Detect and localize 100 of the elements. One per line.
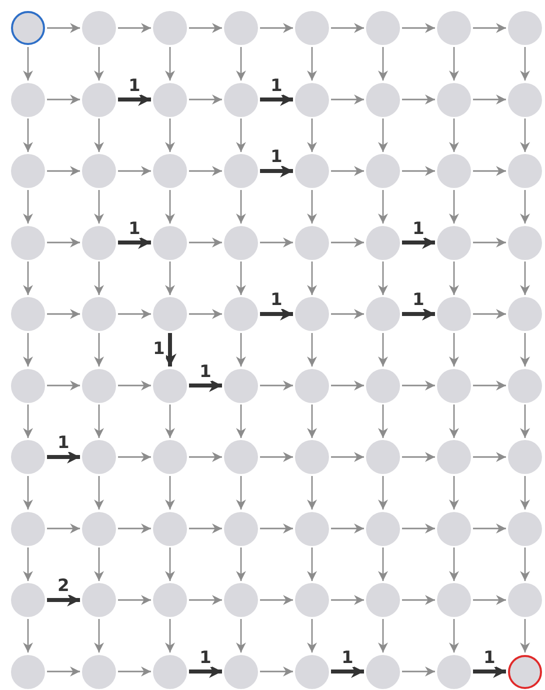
arrow	[449, 118, 459, 152]
arrow	[165, 190, 175, 224]
circle-node	[153, 297, 187, 331]
arrow	[189, 166, 222, 176]
arrow	[473, 665, 506, 678]
circle-node	[508, 654, 542, 688]
arrow	[94, 118, 104, 152]
arrow	[307, 333, 317, 366]
circle-node	[11, 154, 45, 188]
circle-node	[366, 154, 400, 188]
circle-node	[82, 154, 116, 188]
arrow	[118, 166, 151, 176]
circle-node	[82, 583, 116, 617]
arrow	[47, 524, 80, 534]
arrow	[165, 118, 175, 152]
arrow	[378, 404, 388, 438]
arrow	[520, 333, 530, 366]
arrow	[520, 47, 530, 80]
arrow	[307, 190, 317, 224]
edge-label: 1	[198, 364, 212, 380]
circle-node	[437, 226, 471, 260]
circle-node	[295, 11, 329, 45]
circle-node	[153, 226, 187, 260]
edge-label: 1	[128, 220, 142, 238]
arrow	[402, 308, 435, 320]
arrow	[189, 524, 222, 534]
edge-label: 2	[56, 578, 70, 595]
edge-label: 1	[128, 78, 142, 94]
arrow	[520, 118, 530, 152]
arrow	[94, 262, 104, 295]
circle-node	[295, 512, 329, 546]
arrow	[307, 619, 317, 652]
circle-node	[224, 82, 258, 116]
edge-label: 1	[270, 78, 284, 94]
circle-node	[224, 226, 258, 260]
circle-node	[295, 154, 329, 188]
circle-node	[437, 512, 471, 546]
arrow	[331, 524, 364, 534]
circle-node	[437, 583, 471, 617]
arrow	[47, 309, 80, 319]
circle-node	[224, 440, 258, 474]
circle-node	[437, 154, 471, 188]
arrow	[449, 190, 459, 224]
circle-node	[366, 440, 400, 474]
arrow	[402, 23, 435, 33]
circle-node	[437, 368, 471, 402]
arrow	[331, 238, 364, 248]
arrow	[449, 47, 459, 80]
arrow	[189, 379, 222, 392]
arrow	[118, 595, 151, 605]
arrow	[307, 476, 317, 510]
arrow	[307, 548, 317, 581]
circle-node	[11, 226, 45, 260]
circle-node	[295, 440, 329, 474]
edge-label: 1	[270, 149, 284, 166]
circle-node	[295, 226, 329, 260]
arrow	[236, 333, 246, 366]
arrow	[47, 166, 80, 176]
arrow	[189, 665, 222, 678]
circle-node	[11, 368, 45, 402]
arrow	[118, 93, 151, 106]
arrow	[378, 118, 388, 152]
arrow	[331, 380, 364, 390]
circle-node	[366, 654, 400, 688]
circle-node	[508, 226, 542, 260]
edge-label: 1	[152, 341, 166, 358]
arrow	[260, 524, 293, 534]
circle-node	[153, 11, 187, 45]
circle-node	[82, 82, 116, 116]
arrow	[402, 380, 435, 390]
circle-node	[508, 512, 542, 546]
circle-node	[11, 11, 45, 45]
circle-node	[153, 583, 187, 617]
arrow	[47, 23, 80, 33]
circle-node	[366, 297, 400, 331]
edge-label: 1	[340, 650, 354, 666]
circle-node	[153, 512, 187, 546]
arrow	[520, 262, 530, 295]
arrow	[189, 238, 222, 248]
circle-node	[295, 368, 329, 402]
circle-node	[224, 297, 258, 331]
circle-node	[82, 297, 116, 331]
circle-node	[508, 440, 542, 474]
arrow	[94, 548, 104, 581]
arrow	[118, 309, 151, 319]
arrow	[331, 309, 364, 319]
arrow	[520, 404, 530, 438]
circle-node	[82, 368, 116, 402]
arrow	[331, 665, 364, 678]
circle-node	[82, 654, 116, 688]
arrow	[189, 94, 222, 104]
arrow	[307, 118, 317, 152]
arrow	[94, 619, 104, 652]
circle-node	[82, 226, 116, 260]
arrow	[236, 548, 246, 581]
arrow	[260, 93, 293, 106]
arrow	[47, 380, 80, 390]
arrow	[449, 548, 459, 581]
arrow	[520, 476, 530, 510]
arrow	[47, 594, 80, 606]
